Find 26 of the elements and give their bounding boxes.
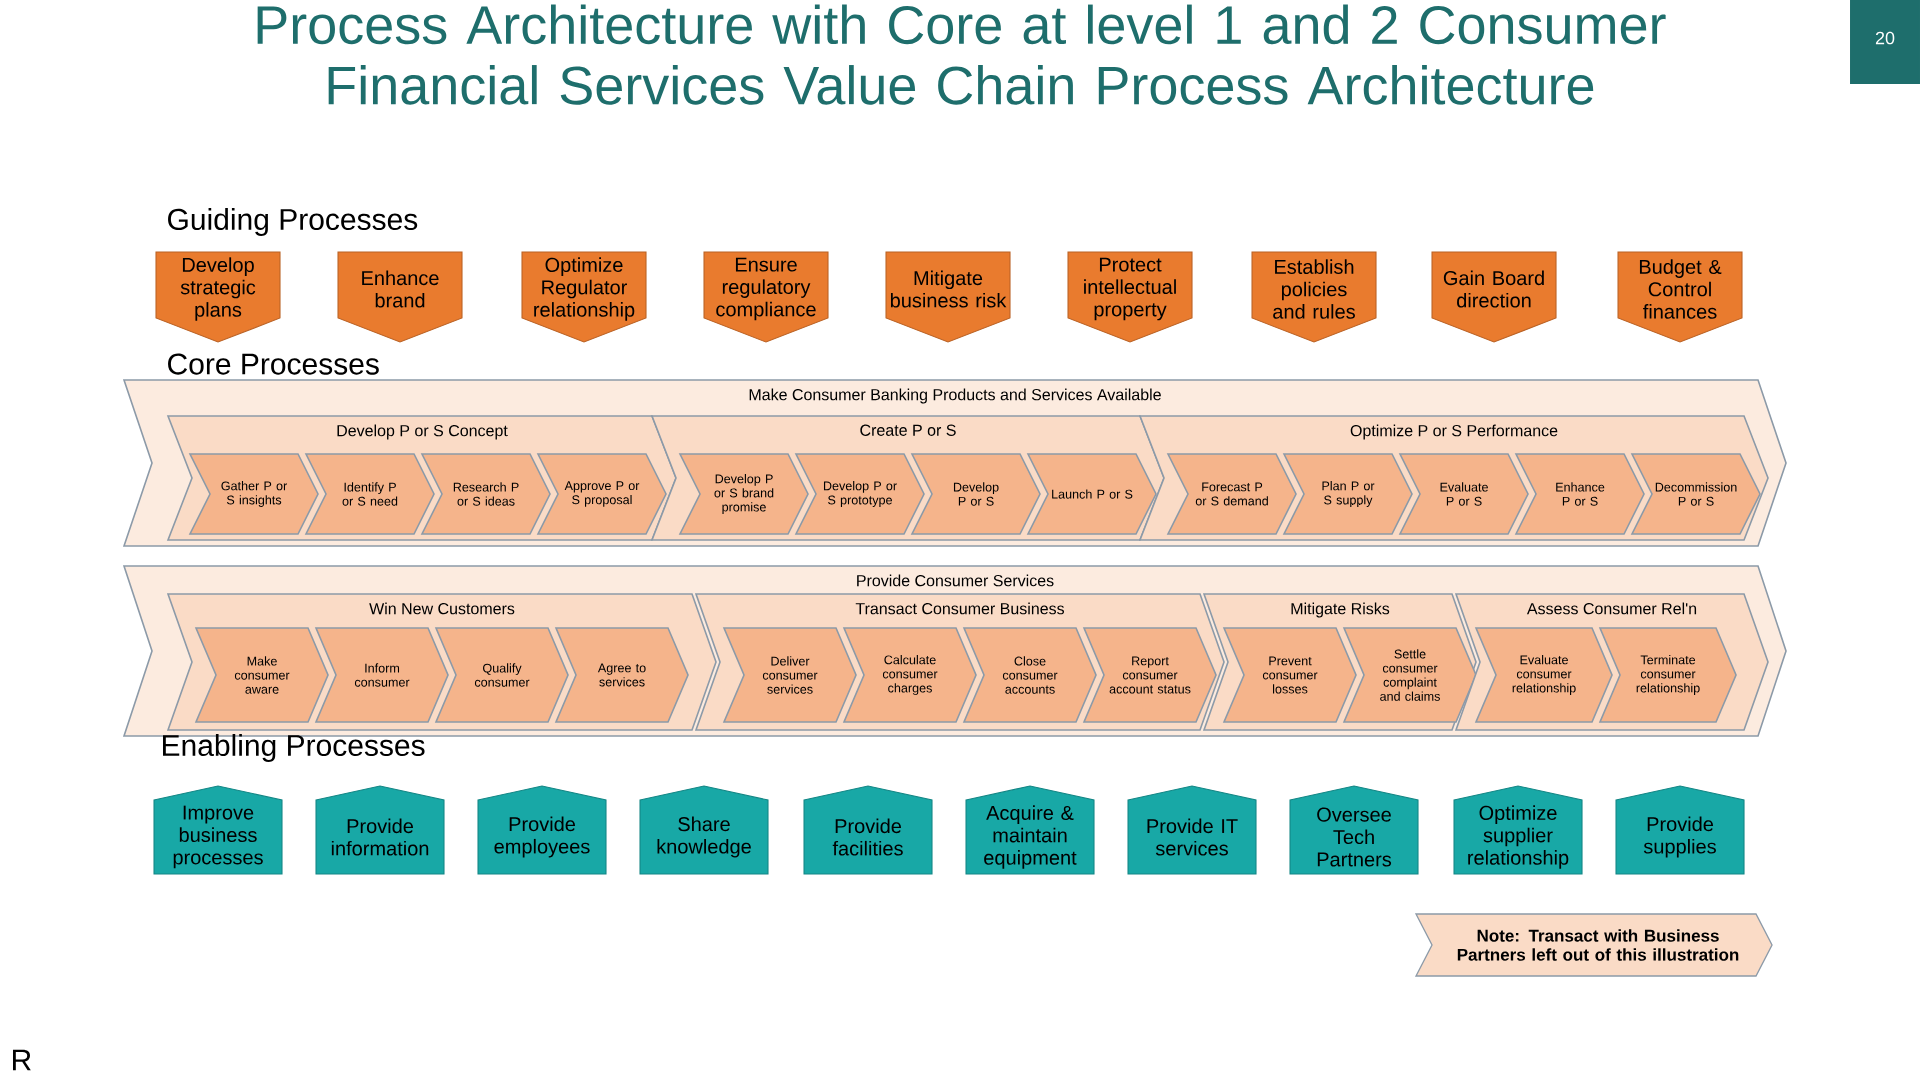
letter: R	[13, 1049, 31, 1071]
section-heading: Guiding Processes	[168, 208, 418, 236]
note-box: Note: Transact with Business Partners left out of this illustration	[1414, 913, 1773, 977]
enabling-process-box: Provide facilities	[803, 785, 933, 875]
guiding-process-box: Mitigate business risk	[885, 251, 1011, 343]
page-number: 20	[1850, 0, 1920, 84]
guiding-process-box: Develop strategic plans	[155, 251, 281, 343]
enabling-process-box: Oversee Tech Partners	[1289, 785, 1419, 875]
enabling-process-box: Optimize supplier relationship	[1453, 785, 1583, 875]
section-heading: Enabling Processes	[163, 734, 425, 762]
guiding-process-box: Budget & Control finances	[1617, 251, 1743, 343]
enabling-process-box: Provide IT services	[1127, 785, 1257, 875]
enabling-process-box: Provide information	[315, 785, 445, 875]
enabling-process-box: Provide supplies	[1615, 785, 1745, 875]
enabling-process-box: Improve business processes	[153, 785, 283, 875]
section-heading: Core Processes	[168, 353, 379, 375]
guiding-process-box: Enhance brand	[337, 251, 463, 343]
enabling-process-box: Provide employees	[477, 785, 607, 875]
guiding-process-box: Ensure regulatory compliance	[703, 251, 829, 343]
guiding-process-box: Protect intellectual property	[1067, 251, 1193, 343]
enabling-process-box: Acquire & maintain equipment	[965, 785, 1095, 875]
title: Process Architecture with Core at level 1 and 2 Consumer Financial Services Value Chain Process Architecture	[257, 4, 1666, 105]
guiding-process-box: Optimize Regulator relationship	[521, 251, 647, 343]
guiding-process-box: Gain Board direction	[1431, 251, 1557, 343]
guiding-process-box: Establish policies and rules	[1251, 251, 1377, 343]
enabling-process-box: Share knowledge	[639, 785, 769, 875]
